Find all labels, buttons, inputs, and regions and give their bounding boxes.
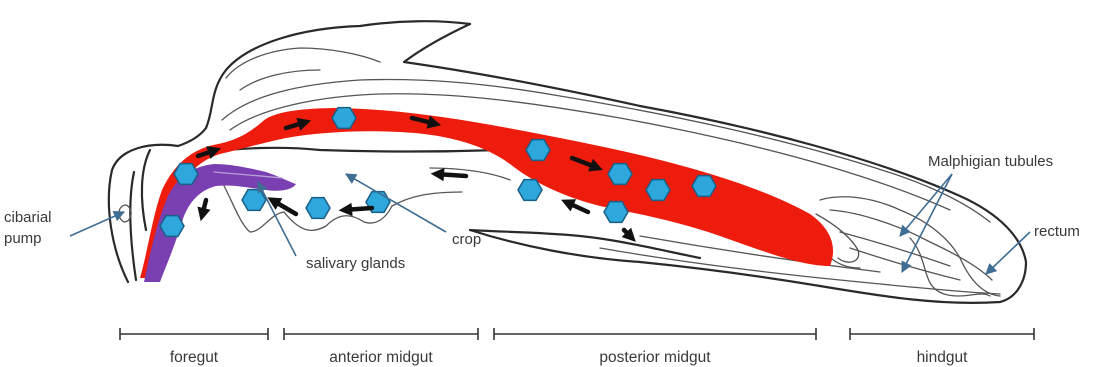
flow-arrow-icon bbox=[344, 208, 372, 210]
segment-scale: foregut anterior midgut posterior midgut… bbox=[120, 328, 1034, 366]
cibarial-pump-label-line1: cibarial bbox=[4, 209, 52, 226]
segment-label-posterior-midgut: posterior midgut bbox=[599, 349, 711, 366]
segment-label-anterior-midgut: anterior midgut bbox=[329, 349, 433, 366]
midgut-lumen bbox=[140, 108, 833, 278]
label-rectum: rectum bbox=[986, 223, 1080, 274]
parasite-hexagon-icon bbox=[526, 140, 550, 161]
flow-arrow-icon bbox=[436, 174, 466, 176]
malpighian-tubules-label: Malphigian tubules bbox=[928, 153, 1053, 170]
segment-label-hindgut: hindgut bbox=[917, 349, 969, 366]
segment-hindgut: hindgut bbox=[850, 328, 1034, 366]
crop-label: crop bbox=[452, 231, 481, 248]
rectum-label: rectum bbox=[1034, 223, 1080, 240]
parasite-hexagon-icon bbox=[692, 176, 716, 197]
parasite-hexagon-icon bbox=[608, 164, 632, 185]
flow-arrow-icon bbox=[566, 202, 588, 212]
cibarial-pump-label-line2: pump bbox=[4, 230, 42, 247]
segment-label-foregut: foregut bbox=[170, 349, 219, 366]
segment-anterior-midgut: anterior midgut bbox=[284, 328, 478, 366]
parasite-hexagon-icon bbox=[160, 216, 184, 237]
flow-arrow-icon bbox=[624, 230, 632, 238]
parasite-hexagon-icon bbox=[518, 180, 542, 201]
segment-posterior-midgut: posterior midgut bbox=[494, 328, 816, 366]
parasite-hexagon-icon bbox=[646, 180, 670, 201]
flow-arrow-icon bbox=[202, 200, 206, 216]
label-cibarial-pump: cibarial pump bbox=[4, 209, 124, 247]
parasite-hexagon-icon bbox=[332, 108, 356, 129]
crop-pointer bbox=[346, 174, 446, 232]
parasite-hexagon-icon bbox=[242, 190, 266, 211]
label-crop: crop bbox=[346, 174, 481, 248]
cibarial-pump-pointer bbox=[70, 212, 124, 236]
parasite-hexagon-icon bbox=[604, 202, 628, 223]
salivary-glands-label: salivary glands bbox=[306, 255, 405, 272]
parasite-hexagon-icon bbox=[174, 164, 198, 185]
malpighian-pointer-2 bbox=[902, 174, 952, 272]
segment-foregut: foregut bbox=[120, 328, 268, 366]
parasite-hexagon-icon bbox=[306, 198, 330, 219]
